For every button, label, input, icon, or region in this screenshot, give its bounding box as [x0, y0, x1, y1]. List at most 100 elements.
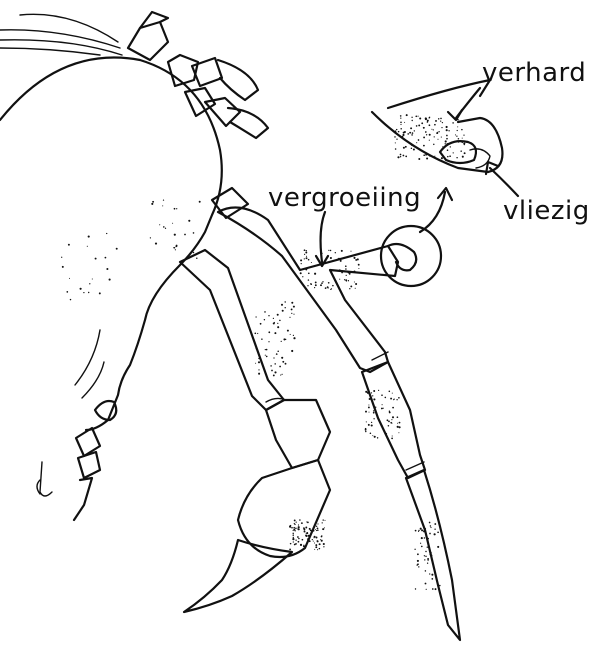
stipple-dot: [368, 404, 369, 405]
stipple-dot: [285, 363, 287, 365]
stipple-dot: [307, 285, 308, 286]
stipple-dot: [295, 530, 296, 531]
stipple-dot: [450, 146, 451, 147]
stipple-dot: [405, 146, 407, 148]
stipple-dot: [405, 156, 407, 158]
stipple-dot: [426, 157, 428, 159]
stipple-dot: [151, 203, 153, 205]
stipple-dot: [371, 422, 372, 423]
stipple-dot: [350, 251, 351, 252]
stipple-dot: [258, 369, 259, 370]
stipple-dot: [358, 268, 359, 269]
stipple-dot: [323, 546, 324, 547]
stipple-dot: [321, 282, 323, 284]
stipple-dot: [403, 155, 405, 157]
stipple-dot: [260, 323, 262, 325]
stipple-dot: [155, 243, 157, 245]
stipple-dot: [287, 330, 289, 332]
stipple-dot: [274, 363, 276, 365]
stipple-dot: [398, 432, 399, 433]
stipple-dot: [293, 306, 295, 308]
stipple-dot: [321, 540, 323, 542]
stipple-dot: [315, 281, 317, 283]
stipple-dot: [370, 433, 372, 435]
stipple-dot: [373, 418, 374, 419]
stipple-dot: [312, 539, 313, 540]
stipple-dot: [271, 370, 273, 372]
stipple-dot: [268, 331, 270, 333]
stipple-dot: [428, 117, 429, 118]
stipple-dot: [314, 287, 315, 288]
stipple-dot: [429, 533, 431, 535]
stipple-dot: [424, 559, 425, 560]
stipple-dot: [106, 268, 108, 270]
stipple-dot: [304, 531, 306, 533]
stipple-dot: [324, 527, 325, 528]
stipple-dot: [414, 130, 415, 131]
stipple-dot: [317, 549, 318, 550]
stipple-dot: [425, 117, 427, 119]
stipple-dot: [322, 281, 323, 282]
stipple-dot: [291, 308, 293, 310]
stipple-dot: [69, 278, 70, 279]
stipple-dot: [365, 431, 366, 432]
stipple-dot: [424, 555, 425, 556]
stipple-dot: [293, 314, 294, 315]
stipple-dot: [430, 527, 431, 528]
stipple-dot: [174, 234, 176, 236]
claw-leg: [180, 250, 330, 612]
stipple-dot: [425, 570, 427, 572]
stipple-dot: [372, 395, 373, 396]
stipple-dot: [456, 157, 457, 158]
stipple-dot: [316, 526, 317, 527]
stipple-dot: [62, 266, 64, 268]
stipple-dot: [292, 538, 294, 540]
stipple-dot: [392, 435, 393, 436]
stipple-dot: [290, 334, 291, 335]
stipple-dot: [302, 539, 304, 541]
stipple-dot: [452, 122, 453, 123]
stipple-dot: [453, 152, 454, 153]
stipple-dot: [193, 232, 195, 234]
upper-leg-segments: [128, 12, 268, 138]
stipple-dot: [461, 129, 463, 131]
stipple-dot: [394, 136, 396, 138]
stipple-dot: [298, 524, 299, 525]
stipple-dot: [295, 540, 296, 541]
stipple-dot: [261, 338, 263, 340]
stipple-dot: [264, 319, 265, 320]
stipple-dot: [279, 320, 281, 322]
stipple-dot: [429, 573, 430, 574]
stipple-dot: [308, 279, 309, 280]
stipple-dot: [431, 574, 433, 576]
stipple-dot: [423, 127, 425, 129]
stipple-dot: [304, 254, 305, 255]
stipple-dot: [434, 156, 435, 157]
stipple-dot: [317, 540, 319, 542]
stipple-dot: [175, 249, 176, 250]
stipple-dot: [80, 288, 82, 290]
stipple-dot: [427, 546, 428, 547]
stipple-dot: [392, 393, 393, 394]
stipple-dot: [441, 157, 443, 159]
stipple-dot: [152, 201, 154, 203]
stipple-dot: [404, 122, 405, 123]
stipple-dot: [389, 391, 391, 393]
stipple-dot: [116, 248, 118, 250]
stipple-dot: [290, 543, 292, 545]
stipple-dot: [341, 250, 343, 252]
stipple-dot: [354, 281, 355, 282]
stipple-dot: [406, 114, 408, 116]
stipple-dot: [412, 132, 414, 134]
stipple-dot: [427, 121, 429, 123]
stipple-dot: [258, 361, 260, 363]
stipple-dot: [315, 529, 316, 530]
stipple-dot: [457, 130, 458, 131]
stipple-dot: [400, 156, 401, 157]
stipple-dot: [426, 134, 427, 135]
stipple-dot: [394, 399, 395, 400]
stipple-dot: [273, 357, 274, 358]
stipple-dot: [421, 537, 423, 539]
stipple-dot: [400, 128, 402, 130]
stipple-dot: [385, 397, 387, 399]
